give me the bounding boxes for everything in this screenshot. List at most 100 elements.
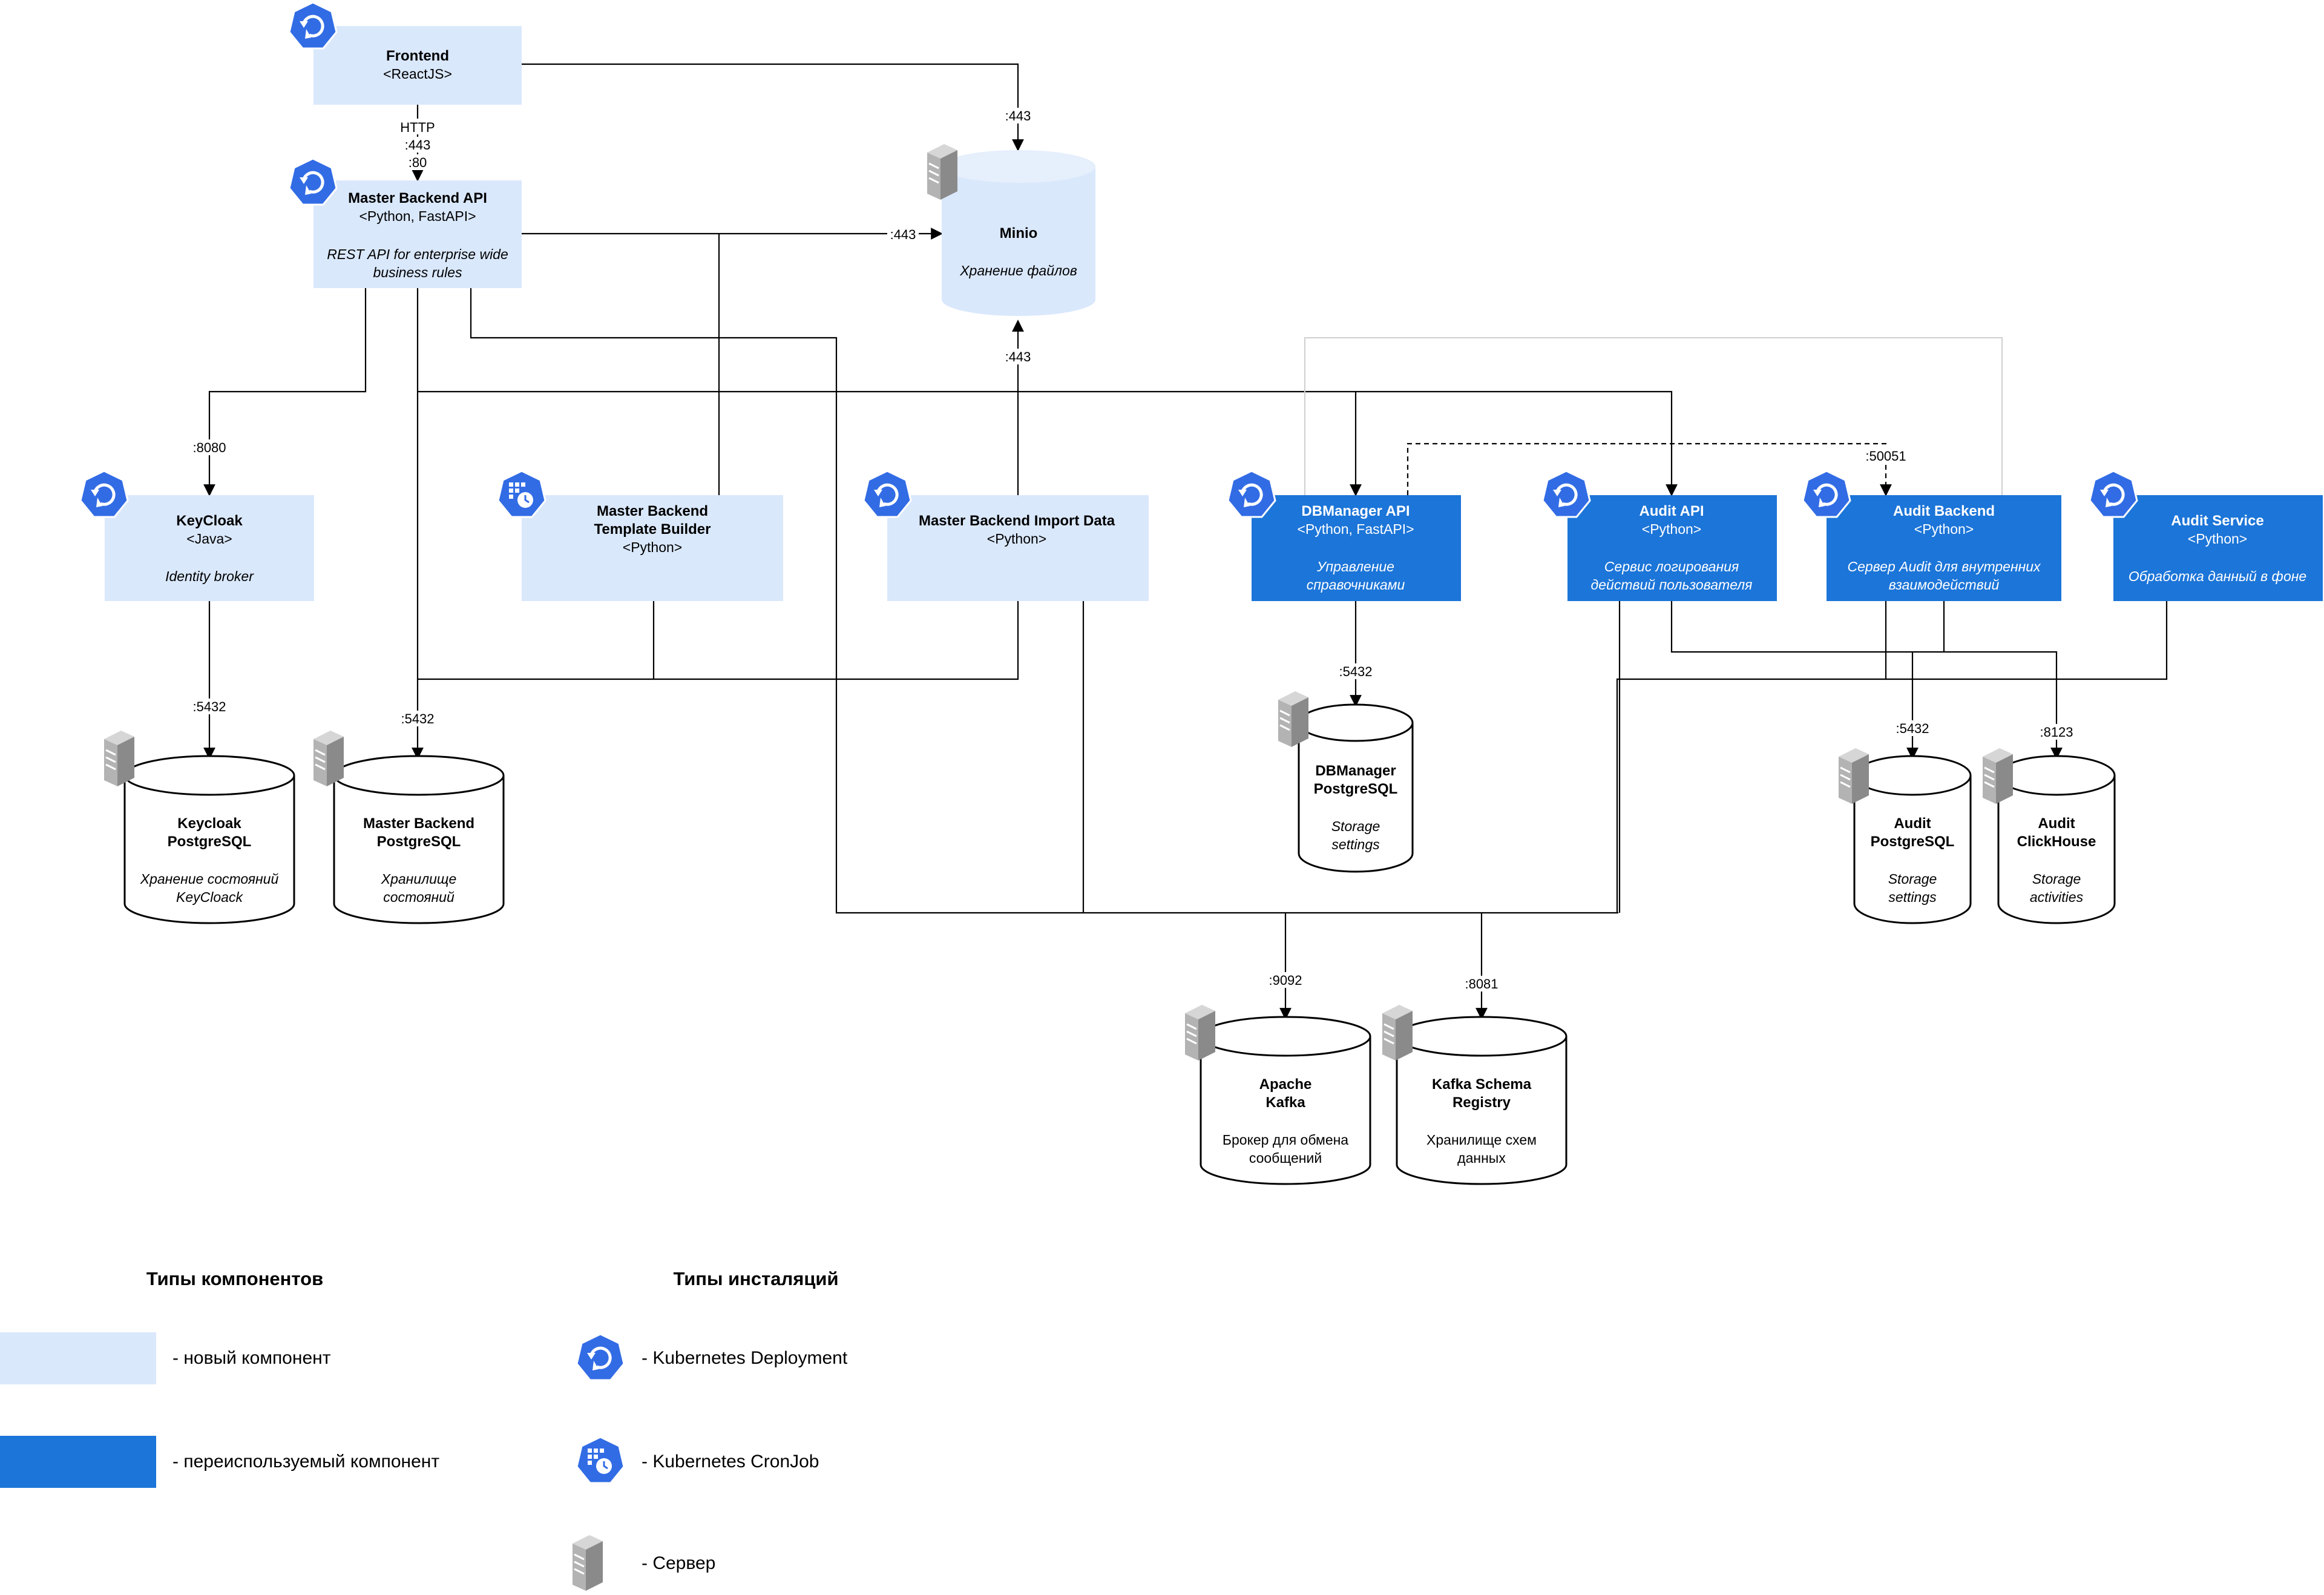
- port-http: HTTP: [400, 120, 435, 135]
- audit-api-tech: <Python>: [1642, 521, 1701, 537]
- legend-kubernetes-deployment-icon: [577, 1334, 624, 1380]
- edge-audit-backend-bus: [1616, 601, 1887, 913]
- template-builder-tech: <Python>: [623, 539, 682, 555]
- audit-clickhouse-database[interactable]: Audit ClickHouse Storage activities: [1997, 755, 2116, 924]
- minio-desc: Хранение файлов: [959, 263, 1077, 278]
- keycloak-postgres-database[interactable]: Keycloak PostgreSQL Хранение состояний K…: [123, 755, 295, 924]
- keycloak-component[interactable]: KeyCloak <Java> Identity broker: [105, 495, 314, 601]
- audit-backend-desc1: Сервер Audit для внутренних: [1847, 559, 2041, 574]
- legend-k8s-deployment-label: - Kubernetes Deployment: [642, 1348, 848, 1368]
- dbmanager-pg-desc2: settings: [1331, 837, 1380, 852]
- master-pg-name2: PostgreSQL: [377, 834, 461, 850]
- dbmanager-pg-desc1: Storage: [1331, 818, 1380, 834]
- audit-api-desc1: Сервис логирования: [1604, 559, 1739, 574]
- keycloak-pg-server-icon: [103, 729, 136, 788]
- frontend-component[interactable]: Frontend <ReactJS>: [313, 26, 522, 105]
- frontend-k8s-deployment-icon: [289, 2, 336, 48]
- kafka-server-icon: [1184, 1004, 1216, 1062]
- port-9092-kafka: :9092: [1269, 973, 1302, 988]
- grpc-frame-line: [1304, 337, 2003, 495]
- audit-backend-k8s-deployment-icon: [1803, 471, 1850, 517]
- audit-ch-name2: ClickHouse: [2017, 834, 2096, 850]
- audit-api-name: Audit API: [1639, 503, 1704, 519]
- port-8123-clickhouse: :8123: [2040, 725, 2073, 740]
- audit-service-desc: Обработка данный в фоне: [2129, 568, 2306, 584]
- keycloak-k8s-deployment-icon: [80, 471, 128, 517]
- edge-audit-service-bus: [1886, 601, 2168, 680]
- audit-pg-name1: Audit: [1894, 815, 1931, 832]
- kafka-name1: Apache: [1259, 1076, 1312, 1093]
- legend-reused-component-swatch: [0, 1436, 156, 1488]
- audit-service-name: Audit Service: [2171, 513, 2263, 529]
- audit-pg-name2: PostgreSQL: [1871, 834, 1955, 850]
- legend-types-title: Типы компонентов: [146, 1268, 323, 1289]
- edge-frontend-minio: [522, 63, 1024, 151]
- edge-master-api-audit-api: [1356, 390, 1678, 496]
- master-postgres-database[interactable]: Master Backend PostgreSQL Хранилище сост…: [333, 755, 505, 924]
- template-builder-name2: Template Builder: [594, 521, 711, 538]
- master-api-desc2: business rules: [373, 265, 462, 280]
- master-api-tech: <Python, FastAPI>: [359, 208, 476, 224]
- import-data-k8s-deployment-icon: [864, 471, 911, 517]
- audit-ch-server-icon: [1981, 747, 2014, 805]
- kafka-name2: Kafka: [1265, 1094, 1305, 1111]
- port-443-master: :443: [405, 137, 431, 153]
- master-backend-api-component[interactable]: Master Backend API <Python, FastAPI> RES…: [313, 180, 522, 288]
- edge-master-api-kafka-bus: [470, 288, 1618, 914]
- dbmanager-postgres-database[interactable]: DBManager PostgreSQL Storage settings: [1298, 703, 1414, 873]
- audit-api-k8s-deployment-icon: [1543, 471, 1590, 517]
- legend: Типы компонентов Типы инсталяций - новый…: [0, 1268, 848, 1592]
- dbmanager-api-k8s-deployment-icon: [1228, 471, 1275, 517]
- audit-backend-tech: <Python>: [1914, 521, 1974, 537]
- schema-registry-desc2: данных: [1457, 1150, 1506, 1166]
- keycloak-tech: <Java>: [186, 531, 232, 547]
- audit-backend-name: Audit Backend: [1893, 503, 1995, 519]
- template-builder-component[interactable]: Master Backend Template Builder <Python>: [522, 495, 783, 601]
- keycloak-pg-name1: Keycloak: [177, 815, 241, 832]
- audit-service-tech: <Python>: [2188, 531, 2247, 547]
- audit-api-component[interactable]: Audit API <Python> Сервис логирования де…: [1567, 495, 1777, 601]
- schema-registry-name1: Kafka Schema: [1432, 1076, 1532, 1093]
- legend-server-icon: [571, 1534, 604, 1592]
- audit-api-desc2: действий пользователя: [1591, 577, 1753, 593]
- template-builder-k8s-cronjob-icon: [497, 470, 547, 518]
- master-pg-name1: Master Backend: [363, 815, 474, 832]
- port-50051-audit-backend: :50051: [1865, 449, 1906, 464]
- audit-backend-component[interactable]: Audit Backend <Python> Сервер Audit для …: [1827, 495, 2061, 601]
- kafka-desc2: сообщений: [1249, 1150, 1322, 1166]
- dbmanager-api-name: DBManager API: [1301, 503, 1410, 519]
- master-api-name: Master Backend API: [348, 190, 487, 206]
- import-data-name: Master Backend Import Data: [919, 513, 1115, 529]
- audit-pg-desc2: settings: [1888, 889, 1937, 905]
- audit-postgres-database[interactable]: Audit PostgreSQL Storage settings: [1853, 755, 1972, 924]
- keycloak-desc: Identity broker: [165, 568, 254, 584]
- edge-template-builder-pg: [418, 601, 655, 680]
- keycloak-pg-desc1: Хранение состояний: [140, 871, 279, 887]
- port-labels: HTTP :443 :80 :443 :443 :443 :8080 :5432…: [188, 108, 2078, 992]
- master-api-k8s-deployment-icon: [289, 159, 336, 205]
- legend-server-label: - Сервер: [642, 1553, 715, 1573]
- dbmanager-api-desc2: справочниками: [1307, 577, 1405, 593]
- dbmanager-api-component[interactable]: DBManager API <Python, FastAPI> Управлен…: [1252, 495, 1461, 601]
- import-data-component[interactable]: Master Backend Import Data <Python>: [887, 495, 1149, 601]
- legend-reused-component-label: - переиспользуемый компонент: [172, 1452, 439, 1472]
- frontend-tech: <ReactJS>: [383, 66, 452, 82]
- schema-registry-database[interactable]: Kafka Schema Registry Хранилище схем дан…: [1396, 1016, 1567, 1185]
- port-80-master: :80: [409, 155, 427, 170]
- minio-database[interactable]: Minio Хранение файлов: [942, 150, 1095, 316]
- kafka-database[interactable]: Apache Kafka Брокер для обмена сообщений: [1200, 1016, 1371, 1185]
- port-5432-audit-pg: :5432: [1896, 721, 1929, 736]
- connections: [203, 63, 2168, 1020]
- audit-ch-name1: Audit: [2038, 815, 2075, 832]
- edge-master-api-keycloak: [203, 288, 367, 496]
- keycloak-name: KeyCloak: [176, 513, 243, 529]
- keycloak-pg-name2: PostgreSQL: [168, 834, 252, 850]
- keycloak-pg-desc2: KeyCloack: [176, 889, 243, 905]
- audit-service-component[interactable]: Audit Service <Python> Обработка данный …: [2113, 495, 2323, 601]
- kafka-desc1: Брокер для обмена: [1223, 1132, 1348, 1148]
- schema-registry-desc1: Хранилище схем: [1426, 1132, 1537, 1148]
- port-5432-keycloak-pg: :5432: [192, 699, 226, 714]
- legend-new-component-swatch: [0, 1332, 156, 1384]
- schema-registry-server-icon: [1381, 1004, 1414, 1062]
